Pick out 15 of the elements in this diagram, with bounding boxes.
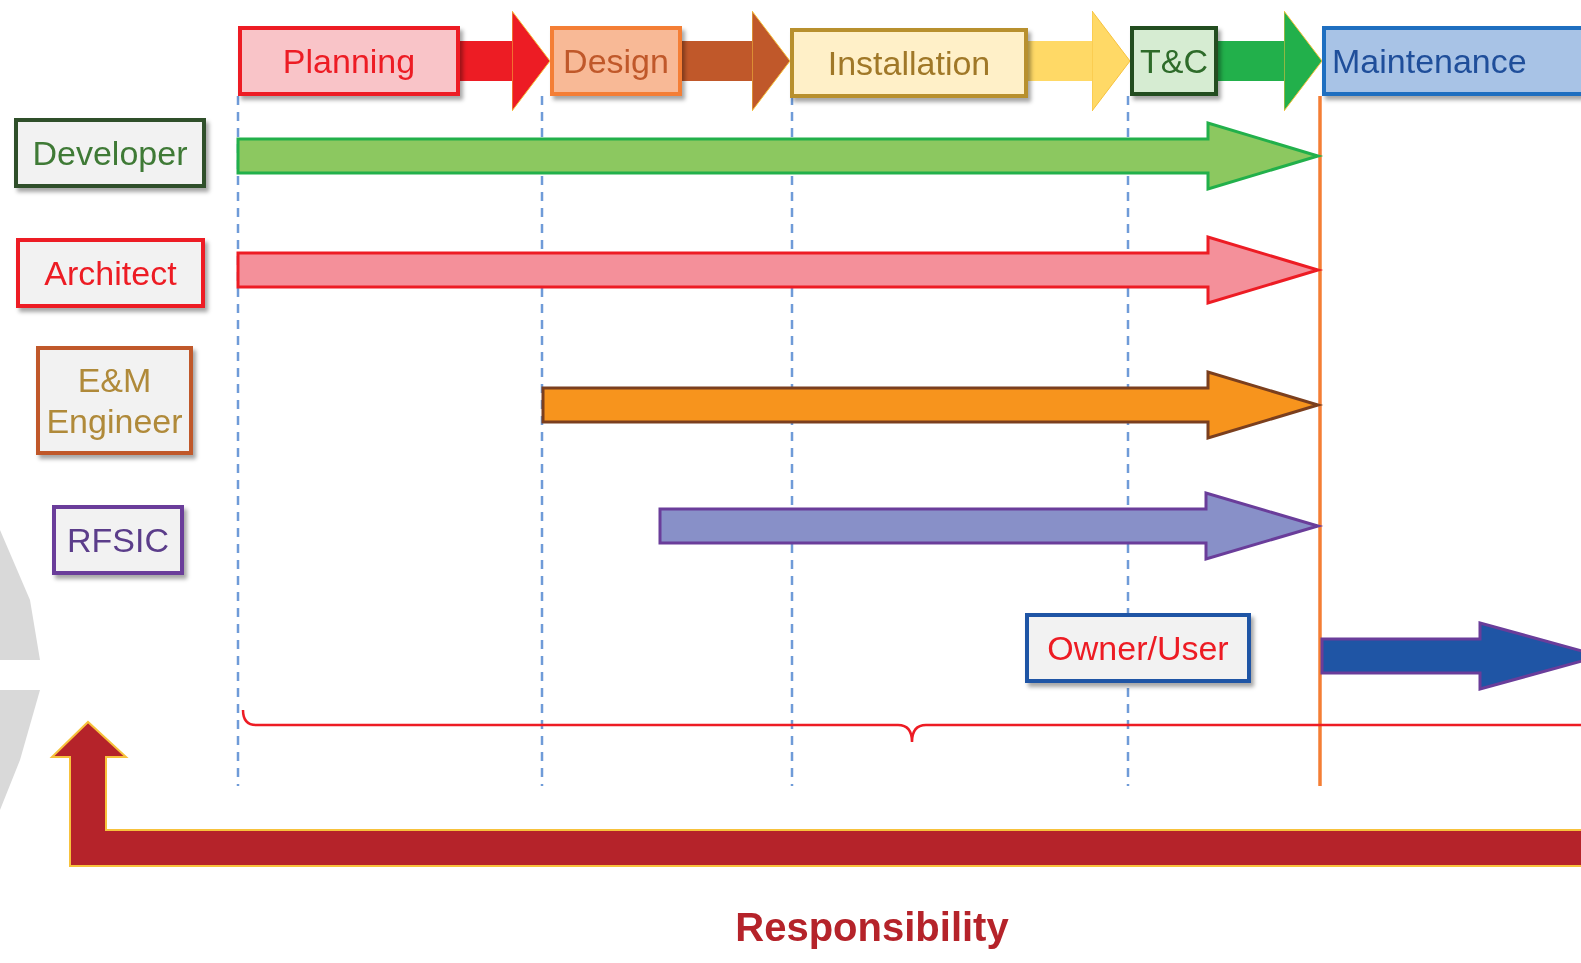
role-box: RFSIC — [52, 505, 184, 575]
arrow — [682, 10, 791, 112]
axis-caption: Responsibility — [734, 905, 1010, 950]
role-box: E&M Engineer — [36, 346, 193, 455]
phase-box: Planning — [238, 26, 460, 96]
arrow — [460, 10, 551, 112]
arrow — [1218, 10, 1323, 112]
role-box: Developer — [14, 118, 206, 188]
phase-box: Design — [550, 26, 682, 96]
phase-box: T&C — [1130, 26, 1218, 96]
arrow — [1028, 10, 1131, 112]
phase-box: Installation — [790, 28, 1028, 98]
phase-box: Maintenance — [1322, 26, 1581, 96]
role-box: Owner/User — [1025, 613, 1251, 683]
role-box: Architect — [16, 238, 205, 308]
